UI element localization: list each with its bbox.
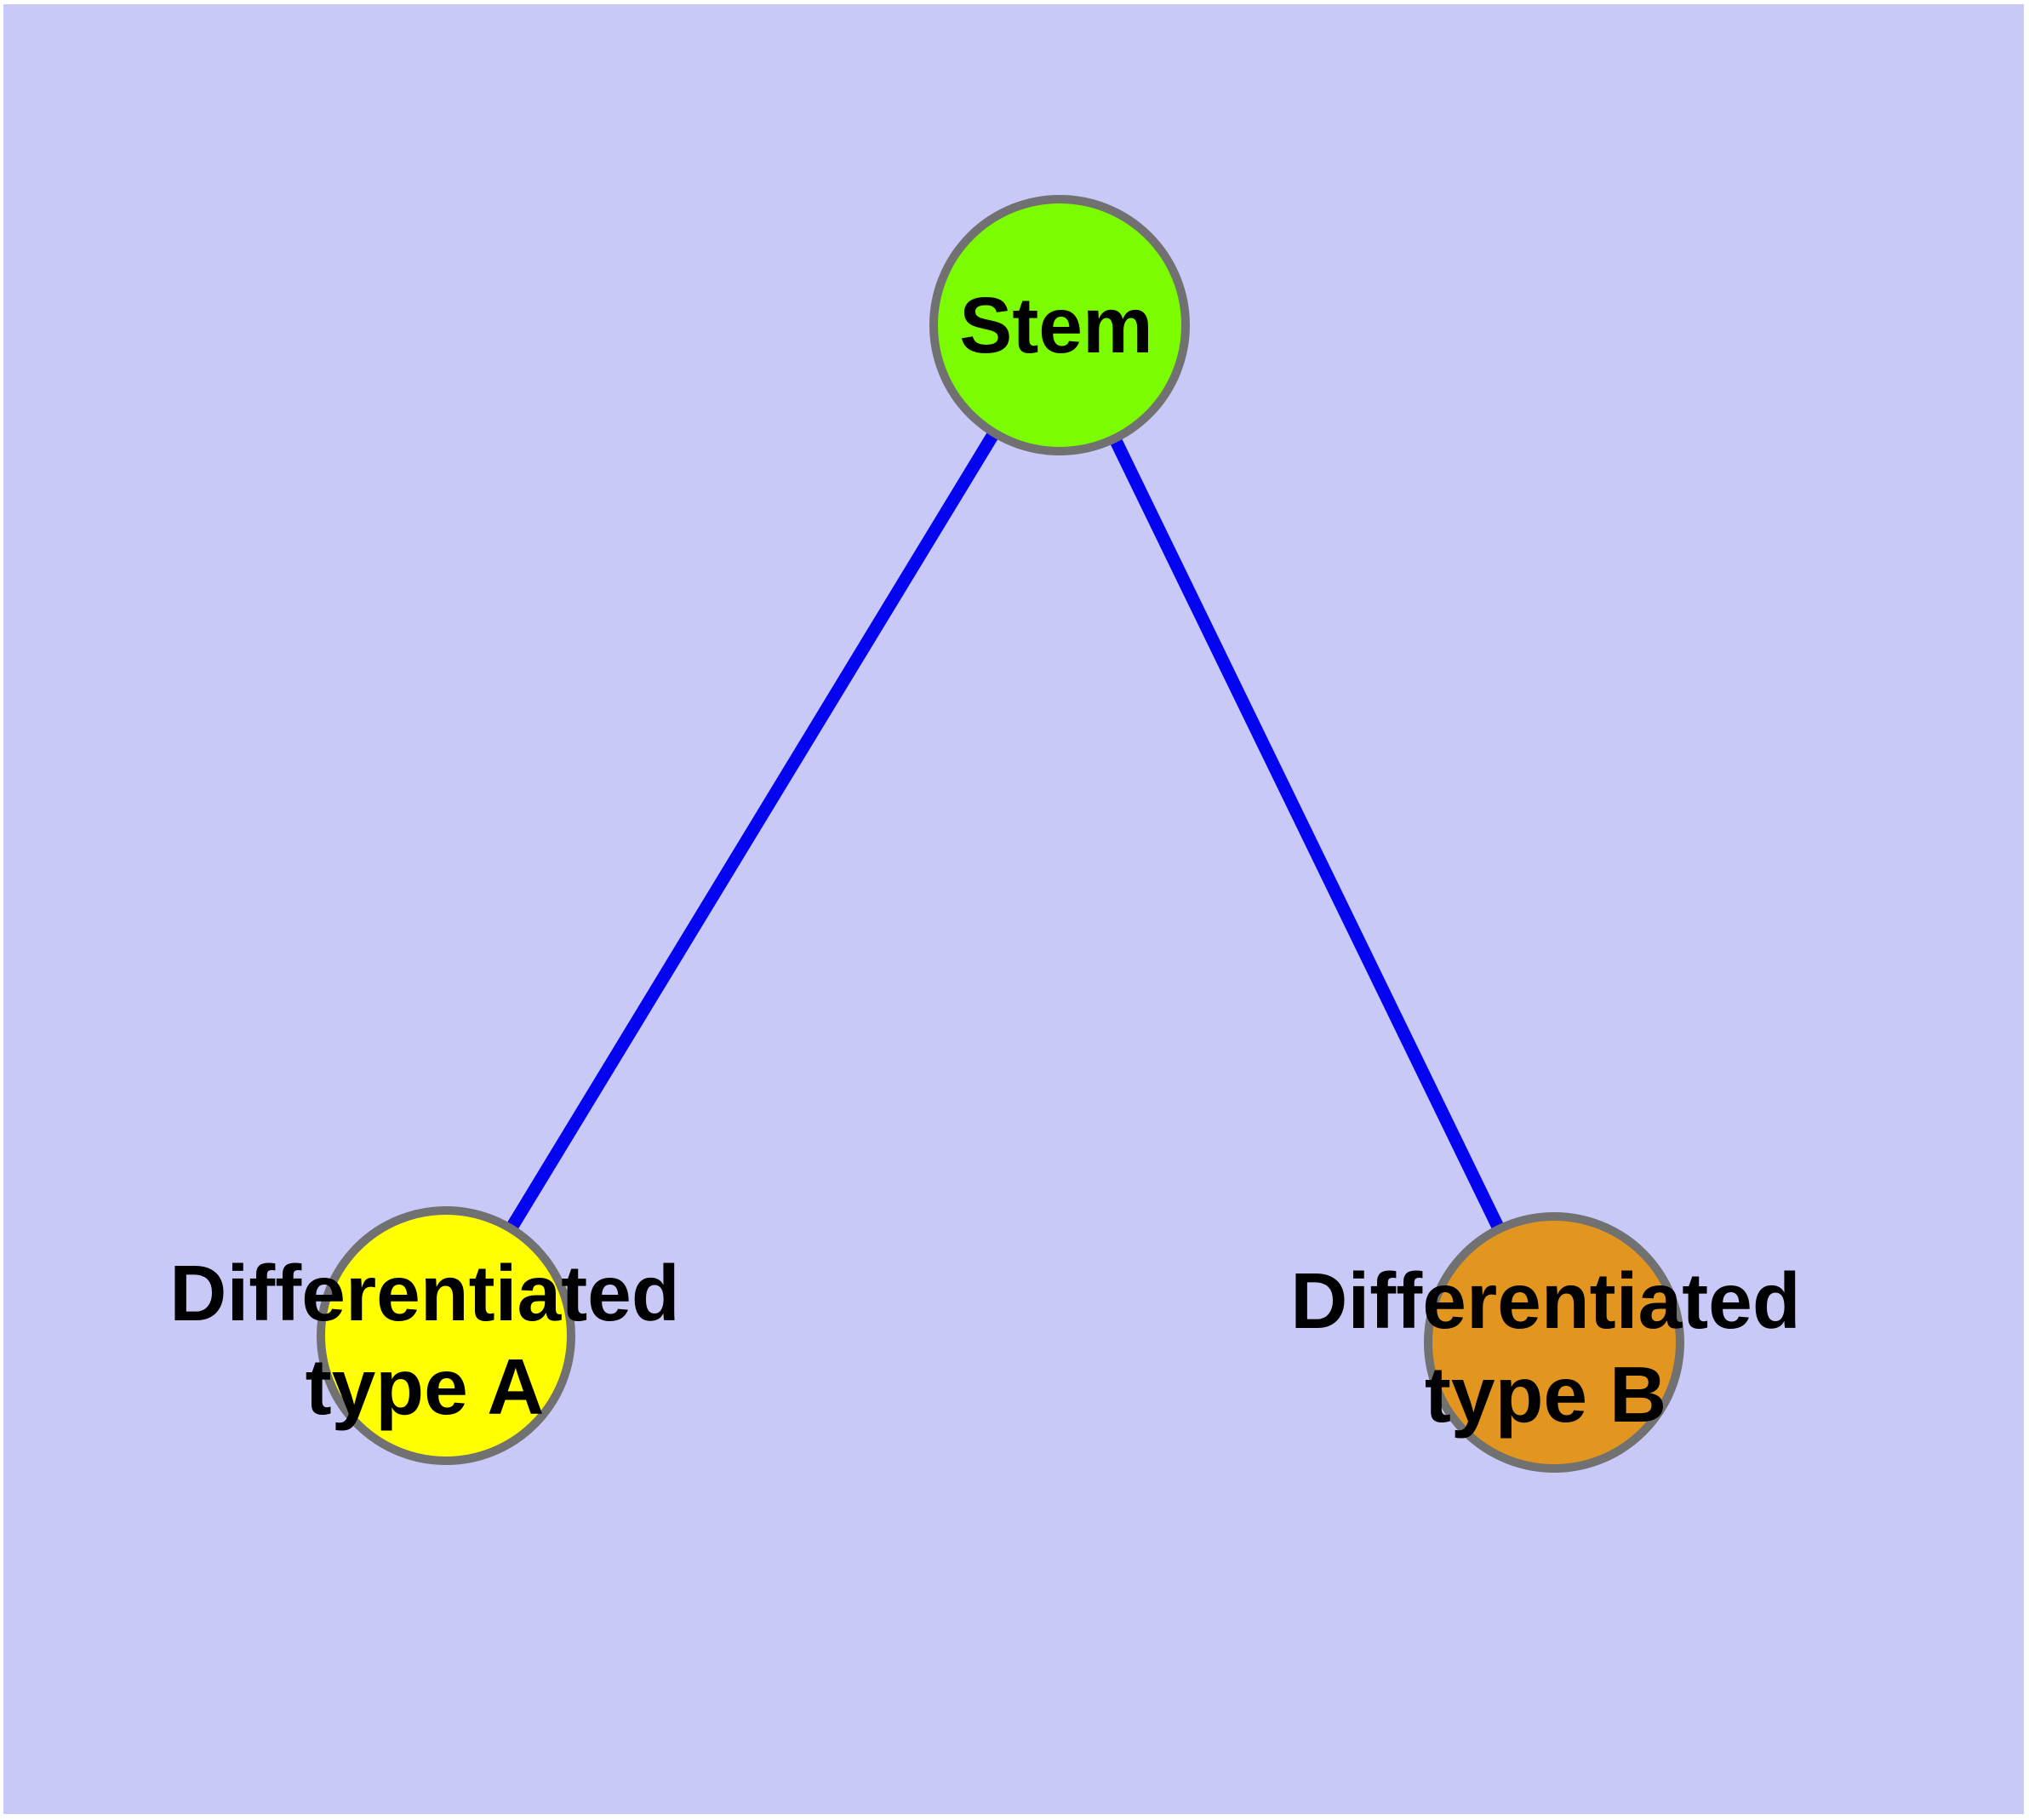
node-stem <box>929 195 1190 455</box>
node-label-differentiated-type-a: Differentiated type A <box>169 1246 679 1434</box>
node-label-line: Differentiated <box>169 1249 680 1337</box>
node-label-line: type B <box>1424 1350 1667 1439</box>
node-label-stem: Stem <box>959 278 1152 372</box>
node-differentiated-type-b <box>1424 1212 1684 1473</box>
node-label-line: Stem <box>959 281 1153 369</box>
node-label-line: type A <box>305 1342 545 1431</box>
edges-layer <box>440 322 1560 1346</box>
edge-stem-to-type-a <box>440 322 1066 1339</box>
node-differentiated-type-a <box>317 1206 575 1465</box>
diagram-canvas: Stem Differentiated type A Differentiate… <box>3 4 2024 1814</box>
edge-stem-to-type-b <box>1054 322 1560 1346</box>
node-label-line: Differentiated <box>1290 1256 1801 1345</box>
node-label-differentiated-type-b: Differentiated type B <box>1290 1254 1800 1441</box>
